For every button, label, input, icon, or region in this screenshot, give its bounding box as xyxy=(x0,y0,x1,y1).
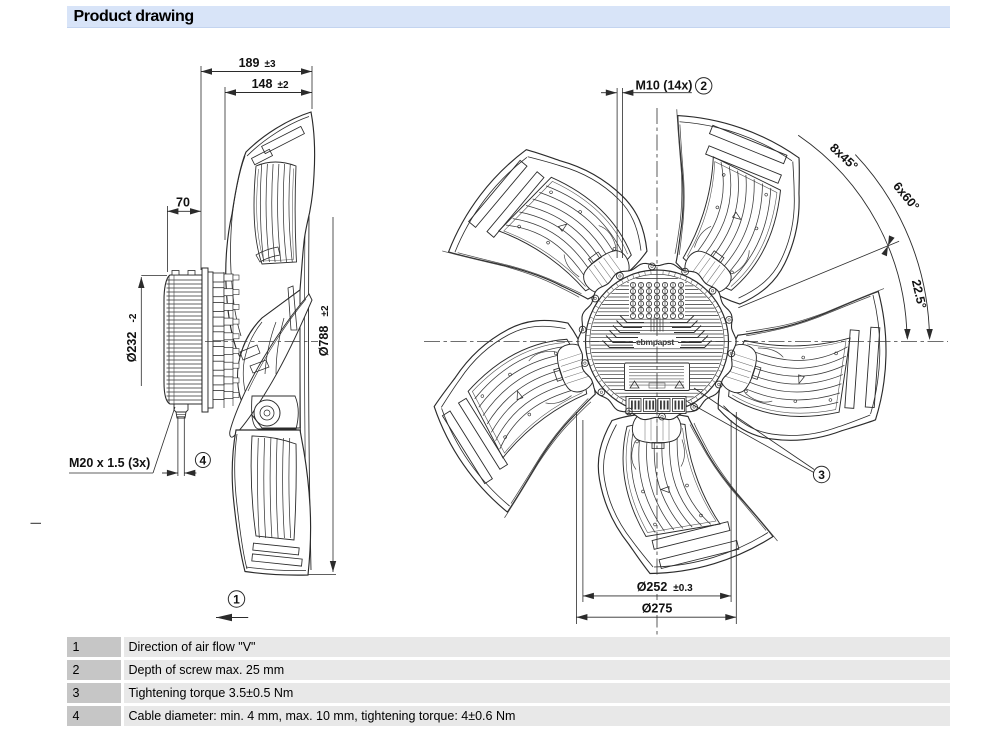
svg-text:±2: ±2 xyxy=(320,305,331,316)
svg-text:±2: ±2 xyxy=(277,80,288,91)
svg-text:Ø788: Ø788 xyxy=(317,326,331,357)
svg-text:8x45°: 8x45° xyxy=(827,141,861,174)
svg-text:-2: -2 xyxy=(128,313,139,322)
svg-text:2: 2 xyxy=(700,79,707,93)
svg-text:M10 (14x): M10 (14x) xyxy=(636,79,693,93)
svg-text:Ø275: Ø275 xyxy=(642,602,673,616)
svg-text:70: 70 xyxy=(176,196,190,210)
svg-text:3: 3 xyxy=(818,468,825,482)
svg-text:4: 4 xyxy=(200,453,207,467)
svg-text:ebmpapst: ebmpapst xyxy=(636,337,674,347)
svg-text:22.5°: 22.5° xyxy=(909,278,929,310)
svg-text:Ø252: Ø252 xyxy=(637,580,668,594)
svg-text:±3: ±3 xyxy=(264,59,275,70)
svg-text:Ø232: Ø232 xyxy=(125,332,139,363)
svg-text:189: 189 xyxy=(239,56,260,70)
svg-text:148: 148 xyxy=(252,77,273,91)
svg-text:±0.3: ±0.3 xyxy=(673,583,693,594)
svg-text:1: 1 xyxy=(233,592,240,606)
svg-text:M20 x 1.5 (3x): M20 x 1.5 (3x) xyxy=(69,456,150,470)
